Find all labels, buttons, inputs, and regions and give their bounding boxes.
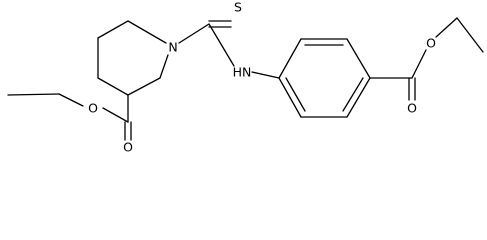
atom-label-right-ether-oxygen: O (426, 36, 436, 51)
bond-right-ester-c-o-single (411, 49, 427, 79)
bonds (7, 17, 484, 141)
bond-ch2-ch3 (7, 93, 60, 96)
bond-aryl-c6-c1-inner (285, 77, 306, 112)
atom-label-left-carbonyl-oxygen: O (123, 140, 133, 155)
bond-ring-c6-n (159, 54, 169, 79)
bond-ring-n-c2 (127, 20, 167, 44)
bond-aryl-c4-c5 (346, 77, 371, 118)
bond-right-ether-o-ch2 (435, 17, 458, 38)
atom-label-thione-sulfur: S (234, 0, 242, 15)
bond-ester-c-o-single (102, 107, 129, 123)
atom-label-ring-nitrogen: N (168, 40, 177, 55)
bond-aryl-c4-c5-inner (342, 77, 364, 112)
chemical-structure: N S HN O O O O (7, 0, 484, 155)
bond-n-thioamide-c (178, 23, 210, 44)
bond-ring-c4-c5 (97, 77, 129, 96)
bond-thioamide-c-nh (208, 23, 235, 67)
bond-right-ch2-ch3 (456, 17, 484, 53)
bond-nh-aryl (251, 71, 280, 79)
bond-aryl-c1-c2 (278, 38, 302, 79)
bond-ether-o-ch2 (58, 93, 84, 107)
atom-label-amide-nh: HN (233, 65, 252, 80)
bond-aryl-c3-c4 (346, 38, 371, 79)
bond-ring-c2-c3 (97, 20, 129, 39)
bond-aryl-c6-c1 (278, 77, 302, 118)
atom-label-right-carbonyl-oxygen: O (407, 101, 417, 116)
atom-labels: N S HN O O O O (88, 0, 436, 155)
atom-label-left-ether-oxygen: O (88, 101, 98, 116)
bond-ring-c5-c6 (127, 77, 161, 96)
